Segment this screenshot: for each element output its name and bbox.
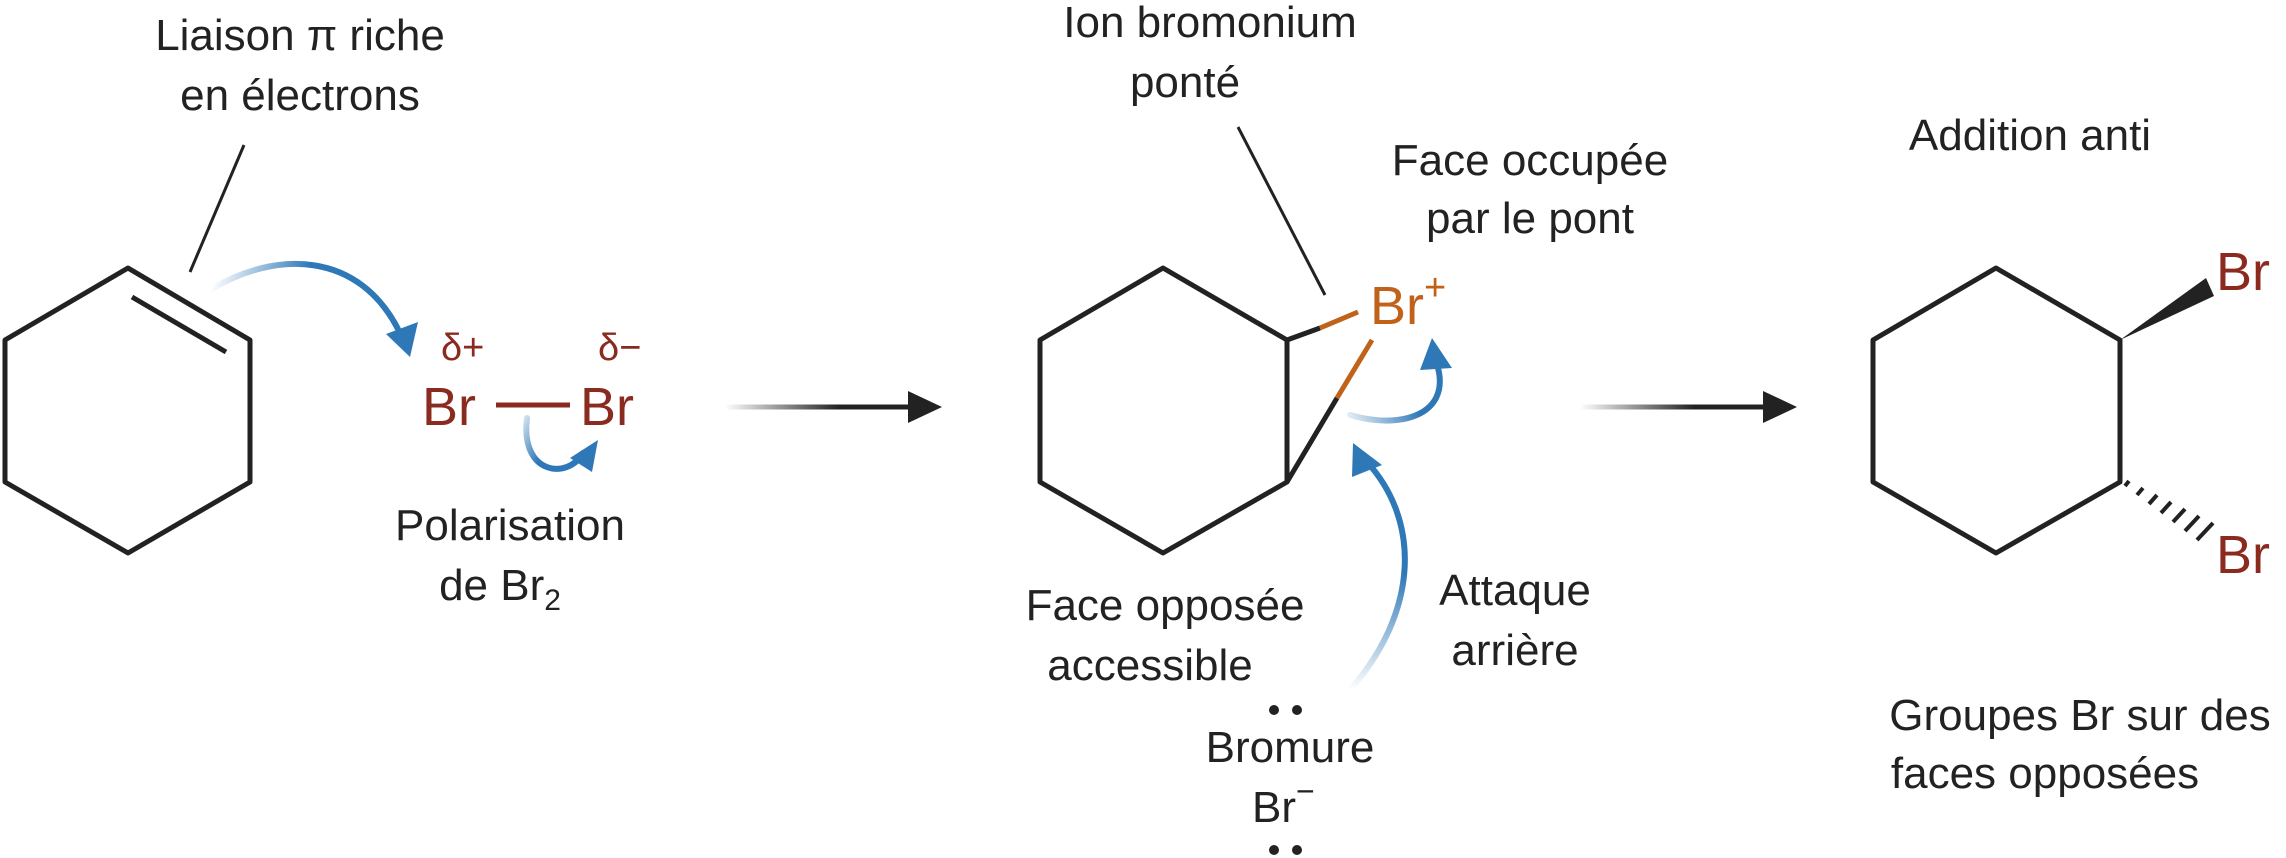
polarisation-label-prefix: de Br: [439, 561, 544, 610]
reaction-arrow-1: [725, 391, 942, 423]
bridge-face-label-line2: par le pont: [1426, 194, 1634, 243]
bromonium-upper-bond-dark: [1286, 325, 1321, 343]
bromonium-atom: Br+: [1370, 267, 1446, 336]
pi-bond-label-line1: Liaison π riche: [155, 11, 445, 60]
anti-addition-label: Addition anti: [1909, 111, 2151, 160]
polarisation-label-line2: de Br2: [439, 561, 561, 617]
hash-bond: [2123, 479, 2215, 542]
delta-minus-label: δ−: [598, 327, 641, 369]
polarisation-label-line1: Polarisation: [395, 501, 625, 550]
cyclohexene-molecule: [2, 265, 253, 556]
result-label-line2: faces opposées: [1891, 749, 2199, 798]
pi-bond-pointer-line: [188, 144, 246, 273]
bromonium-ring-molecule: [1037, 265, 1290, 556]
bromonium-label-line1: Ion bromonium: [1063, 0, 1356, 47]
polarisation-curved-arrow: [523, 415, 598, 472]
reaction-arrow-2: [1580, 391, 1797, 423]
polarisation-label-subscript: 2: [544, 584, 561, 617]
bromide-label-line1: Bromure: [1206, 723, 1375, 772]
bridge-face-label-line1: Face occupée: [1392, 136, 1668, 185]
bromide-lone-pair-top: [1269, 705, 1302, 715]
product-bromine-top: Br: [2216, 242, 2270, 302]
bromine-atom-left: Br: [422, 377, 476, 437]
bromonium-atom-symbol: Br: [1370, 276, 1424, 336]
dibromocyclohexane-molecule: [1870, 265, 2123, 556]
bromide-lone-pair-bottom: [1269, 845, 1302, 855]
wedge-bond: [2120, 278, 2214, 340]
product-bromine-bottom: Br: [2216, 525, 2270, 585]
bromonium-label-line2: ponté: [1130, 58, 1240, 107]
bond-to-bromonium-curved-arrow: [1347, 338, 1452, 424]
bromonium-pointer-line: [1236, 126, 1327, 296]
bromine-atom-right: Br: [580, 377, 634, 437]
bromide-charge: −: [1296, 773, 1315, 809]
result-label-line1: Groupes Br sur des: [1889, 691, 2271, 740]
pi-bond-label-line2: en électrons: [180, 71, 420, 120]
bromide-ion-label: Br−: [1252, 773, 1315, 832]
bromide-attack-curved-arrow: [1347, 443, 1408, 693]
bromonium-lower-bond-orange: [1334, 338, 1375, 400]
back-attack-label-line1: Attaque: [1439, 566, 1591, 615]
back-attack-label-line2: arrière: [1451, 626, 1578, 675]
bromonium-lower-bond-dark: [1284, 396, 1340, 484]
bromide-atom-symbol: Br: [1252, 783, 1296, 832]
opposite-face-label-line1: Face opposée: [1026, 581, 1305, 630]
bromonium-charge: +: [1424, 267, 1446, 309]
delta-plus-label: δ+: [441, 327, 484, 369]
pi-to-bromine-curved-arrow: [207, 261, 418, 357]
bromonium-upper-bond-orange: [1319, 309, 1359, 331]
opposite-face-label-line2: accessible: [1047, 641, 1252, 690]
